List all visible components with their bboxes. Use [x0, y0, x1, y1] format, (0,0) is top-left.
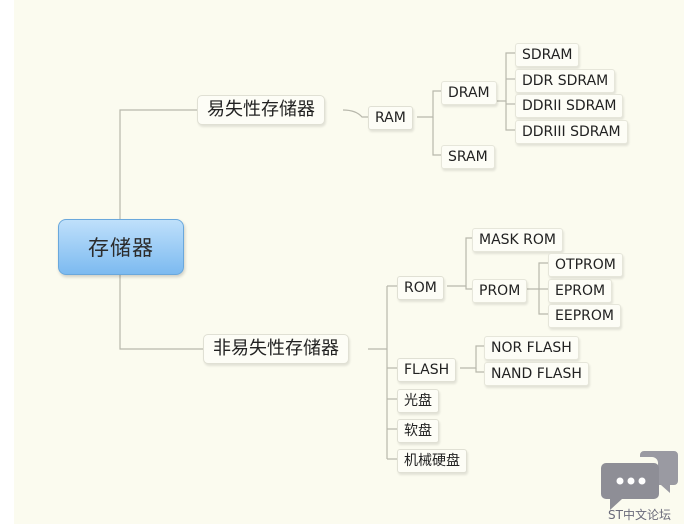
connector	[417, 90, 443, 118]
connector	[475, 368, 486, 373]
nonvolatile-memory-node: 非易失性存储器	[203, 334, 349, 364]
rom-node: ROM	[397, 276, 444, 300]
node-label: DRAM	[448, 85, 490, 101]
connector	[460, 345, 486, 369]
node-label: DDRII SDRAM	[522, 98, 617, 114]
node-label: NOR FLASH	[491, 340, 572, 356]
node-label: DDRIII SDRAM	[522, 124, 621, 140]
ram-node: RAM	[368, 106, 413, 130]
chat-bubble-icon	[601, 451, 678, 510]
node-label: 机械硬盘	[404, 453, 460, 469]
node-label: SDRAM	[522, 47, 573, 63]
node-label: ROM	[404, 280, 437, 296]
sram-node: SRAM	[441, 145, 495, 169]
node-label: PROM	[479, 283, 521, 299]
root-node: 存储器	[58, 219, 184, 275]
connector	[465, 286, 474, 290]
node-label: 非易失性存储器	[213, 338, 339, 359]
mask-rom-node: MASK ROM	[472, 228, 563, 252]
connector	[432, 117, 443, 156]
node-label: RAM	[375, 110, 406, 126]
prom-type-node: EPROM	[548, 279, 613, 303]
dram-type-node: DDRII SDRAM	[515, 94, 624, 118]
node-label: 光盘	[404, 393, 432, 409]
node-label: SRAM	[448, 149, 488, 165]
hard-disk-node: 机械硬盘	[397, 449, 467, 473]
flash-node: FLASH	[397, 358, 457, 382]
node-label: FLASH	[404, 362, 450, 378]
root-label: 存储器	[88, 236, 154, 260]
optical-disc-node: 光盘	[397, 389, 439, 413]
prom-type-node: OTPROM	[548, 253, 623, 277]
node-label: OTPROM	[555, 257, 616, 273]
dram-type-node: DDR SDRAM	[515, 69, 616, 93]
watermark-text: ST中文论坛	[608, 508, 671, 522]
node-label: EPROM	[555, 283, 606, 299]
node-label: MASK ROM	[479, 232, 556, 248]
floppy-disk-node: 软盘	[397, 419, 439, 443]
volatile-memory-node: 易失性存储器	[197, 95, 325, 125]
dram-node: DRAM	[441, 81, 497, 105]
prom-type-node: EEPROM	[548, 304, 621, 328]
connector	[538, 289, 550, 315]
node-label: NAND FLASH	[491, 366, 582, 382]
connector	[119, 246, 203, 350]
connector	[496, 52, 517, 102]
flash-type-node: NAND FLASH	[484, 362, 589, 386]
prom-node: PROM	[472, 279, 528, 303]
dram-type-node: SDRAM	[515, 43, 580, 67]
node-label: 易失性存储器	[207, 99, 315, 120]
node-label: 软盘	[404, 423, 432, 439]
connector	[526, 262, 550, 290]
node-label: DDR SDRAM	[522, 73, 609, 89]
node-label: EEPROM	[555, 308, 614, 324]
dram-type-node: DDRIII SDRAM	[515, 120, 628, 144]
flash-type-node: NOR FLASH	[484, 336, 579, 360]
connector	[342, 109, 370, 118]
connector	[505, 101, 517, 131]
connector	[447, 237, 474, 287]
